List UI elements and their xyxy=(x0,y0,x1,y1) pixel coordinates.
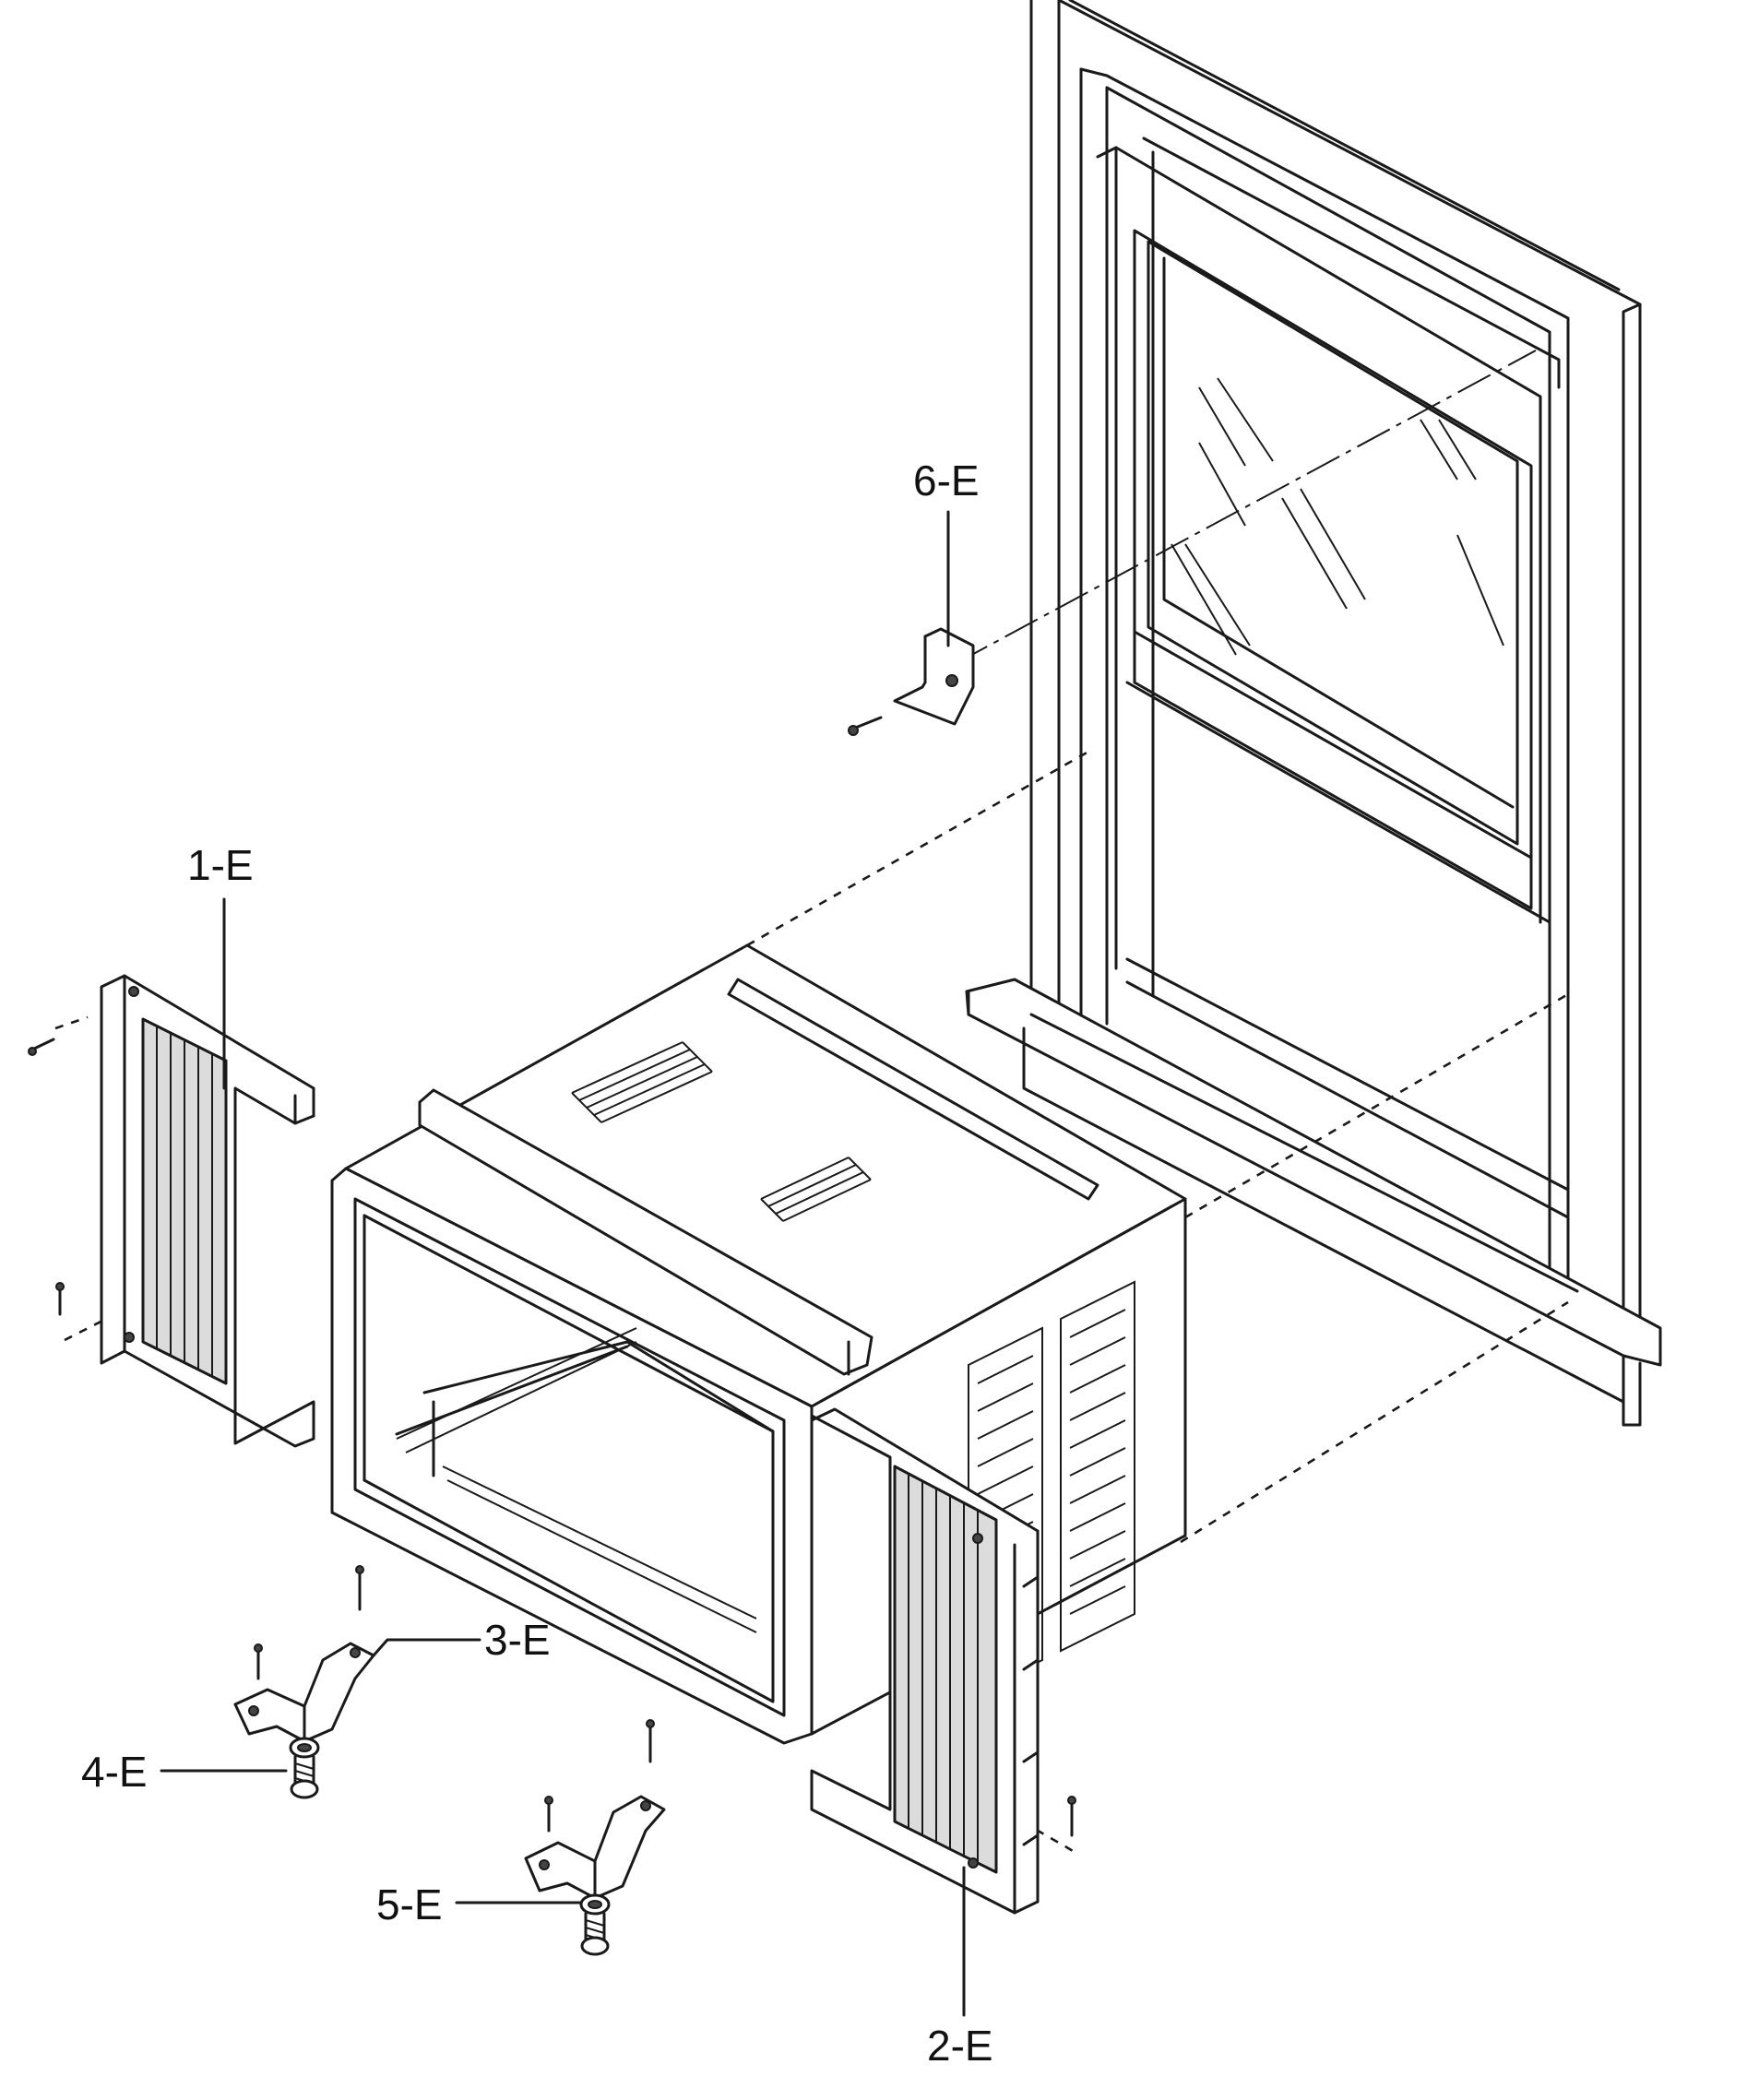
angle-bracket-6e xyxy=(848,627,975,736)
bolt-4e xyxy=(289,1737,320,1799)
part-label-5e: 5-E xyxy=(376,1881,443,1928)
side-panel-right xyxy=(810,1407,1076,1915)
part-label-4e: 4-E xyxy=(81,1748,148,1796)
side-panel-left xyxy=(28,974,315,1448)
leader-3e xyxy=(372,1638,481,1657)
support-bracket-5e xyxy=(524,1719,666,1956)
part-label-6e: 6-E xyxy=(913,457,980,504)
support-bracket-3e xyxy=(233,1565,375,1743)
part-label-2e: 2-E xyxy=(927,2022,993,2070)
part-label-3e: 3-E xyxy=(484,1616,551,1664)
ac-sleeve xyxy=(330,943,1187,1745)
part-label-1e: 1-E xyxy=(187,841,254,889)
alignment-lines xyxy=(54,350,1569,1854)
leader-lines xyxy=(160,510,966,2017)
